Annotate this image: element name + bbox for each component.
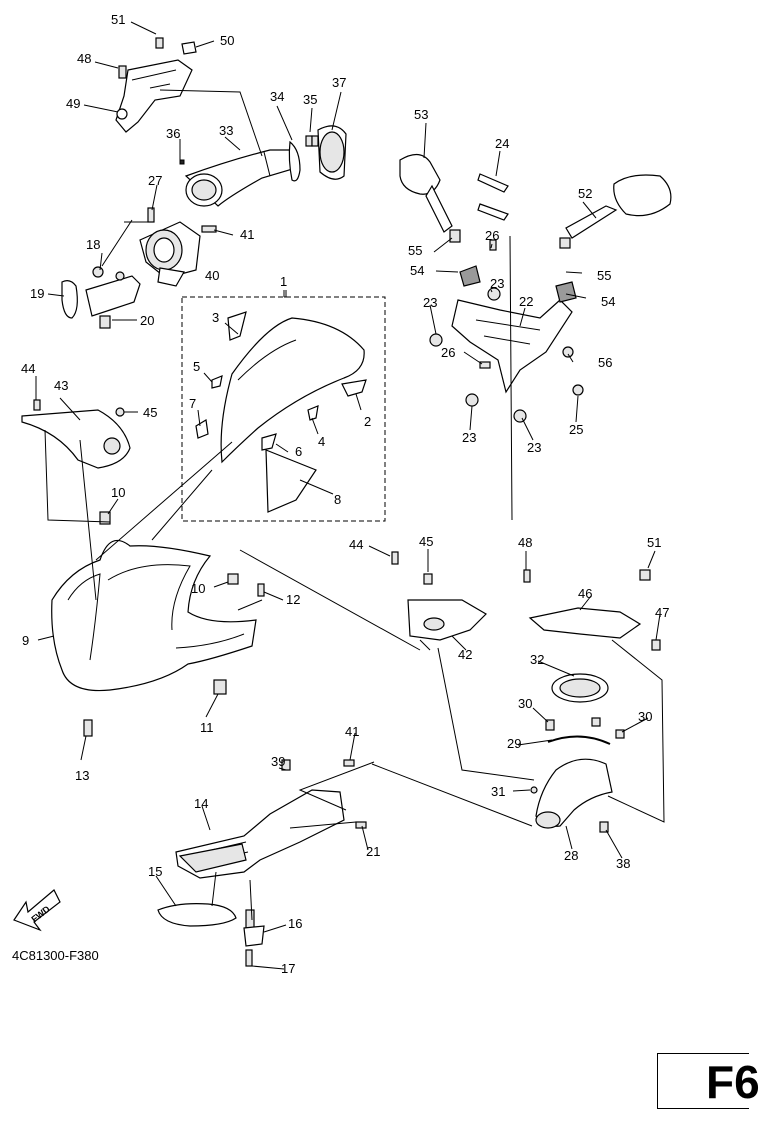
label-part-29: 29 (507, 736, 521, 751)
label-part-3: 3 (212, 310, 219, 325)
label-part-23-lower-right: 23 (527, 440, 541, 455)
label-part-44-left: 44 (21, 361, 35, 376)
label-part-40: 40 (205, 268, 219, 283)
label-part-9: 9 (22, 633, 29, 648)
label-part-27: 27 (148, 173, 162, 188)
label-part-11: 11 (200, 720, 214, 735)
label-part-30-right: 30 (638, 709, 652, 724)
inner-panel-46-group (523, 569, 661, 651)
windscreen-group (195, 311, 367, 513)
label-part-48-right: 48 (518, 535, 532, 550)
label-part-51: 51 (111, 12, 125, 27)
label-part-49: 49 (66, 96, 80, 111)
label-part-55-left: 55 (408, 243, 422, 258)
label-part-33: 33 (219, 123, 233, 138)
label-part-8: 8 (334, 492, 341, 507)
air-duct-33-group (179, 125, 347, 207)
label-part-55-right: 55 (597, 268, 611, 283)
upper-cowling-9-group (51, 511, 265, 737)
label-part-38: 38 (616, 856, 630, 871)
label-part-10-lower: 10 (191, 581, 205, 596)
label-part-19: 19 (30, 286, 44, 301)
label-part-32: 32 (530, 652, 544, 667)
label-part-18: 18 (86, 237, 100, 252)
label-part-7: 7 (189, 396, 196, 411)
label-part-43: 43 (54, 378, 68, 393)
label-part-13: 13 (75, 768, 89, 783)
label-part-47: 47 (655, 605, 669, 620)
label-part-42: 42 (458, 647, 472, 662)
label-part-6: 6 (295, 444, 302, 459)
air-duct-14-group (157, 759, 367, 967)
label-part-45-left: 45 (143, 405, 157, 420)
label-part-36: 36 (166, 126, 180, 141)
label-part-4: 4 (318, 434, 325, 449)
label-part-54-right: 54 (601, 294, 615, 309)
label-part-51-right: 51 (647, 535, 661, 550)
label-part-21: 21 (366, 844, 380, 859)
label-part-46: 46 (578, 586, 592, 601)
label-part-16: 16 (288, 916, 302, 931)
page-tag-text: F6 (706, 1056, 760, 1108)
label-part-22: 22 (519, 294, 533, 309)
label-part-50: 50 (220, 33, 234, 48)
leader-lines (35, 21, 665, 970)
side-cover-43-group (21, 399, 131, 469)
label-part-54-left: 54 (410, 263, 424, 278)
label-part-26-upper: 26 (485, 228, 499, 243)
label-part-31: 31 (491, 784, 505, 799)
label-part-23-left: 23 (423, 295, 437, 310)
drawing-code: 4C81300-F380 (12, 948, 99, 963)
label-part-15: 15 (148, 864, 162, 879)
label-part-39: 39 (271, 754, 285, 769)
label-part-41: 41 (240, 227, 254, 242)
label-part-1: 1 (280, 274, 287, 289)
label-part-26-lower: 26 (441, 345, 455, 360)
label-part-17: 17 (281, 961, 295, 976)
label-part-30-left: 30 (518, 696, 532, 711)
label-part-23-lower-left: 23 (462, 430, 476, 445)
label-part-2: 2 (364, 414, 371, 429)
label-part-53: 53 (414, 107, 428, 122)
page-tag: F6 (657, 1053, 760, 1109)
intake-40-group (61, 207, 217, 329)
part-labels: 51 50 48 49 36 33 34 35 37 27 41 18 40 1… (21, 12, 669, 976)
windscreen-kit-box (181, 296, 386, 522)
label-part-25: 25 (569, 422, 583, 437)
label-part-41-lower: 41 (345, 724, 359, 739)
fwd-arrow-icon: FWD (13, 889, 61, 932)
label-part-34: 34 (270, 89, 284, 104)
label-part-35: 35 (303, 92, 317, 107)
air-duct-28-group (530, 673, 625, 833)
side-bracket-49-group (115, 37, 197, 133)
label-part-5: 5 (193, 359, 200, 374)
label-part-20: 20 (140, 313, 154, 328)
label-part-52: 52 (578, 186, 592, 201)
label-part-45-right: 45 (419, 534, 433, 549)
label-part-24: 24 (495, 136, 509, 151)
label-part-44-right: 44 (349, 537, 363, 552)
label-part-48: 48 (77, 51, 91, 66)
label-part-10-upper: 10 (111, 485, 125, 500)
label-part-12: 12 (286, 592, 300, 607)
label-part-23-top: 23 (490, 276, 504, 291)
label-part-14: 14 (194, 796, 208, 811)
label-part-56: 56 (598, 355, 612, 370)
label-part-28: 28 (564, 848, 578, 863)
label-part-37: 37 (332, 75, 346, 90)
cowling-stay-22-group (399, 153, 672, 423)
inner-panel-42-group (391, 551, 487, 641)
